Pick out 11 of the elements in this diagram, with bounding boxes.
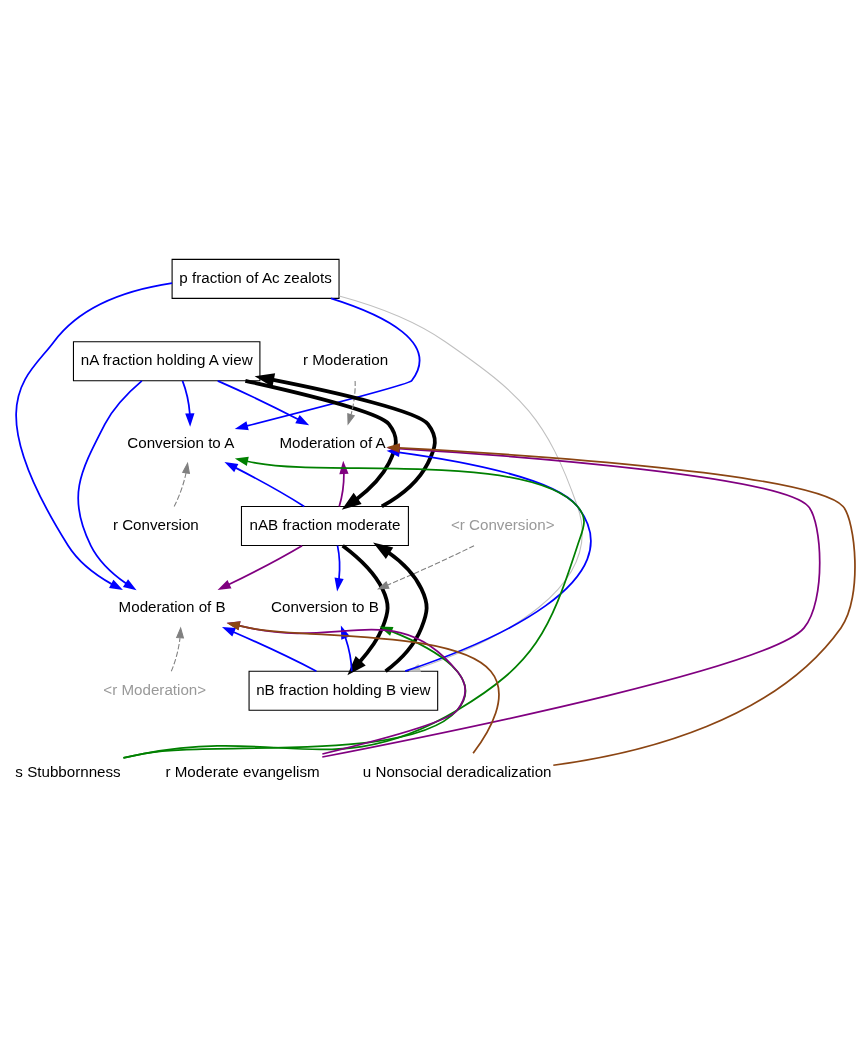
node-text: Conversion to B xyxy=(271,597,379,615)
node-text: <r Conversion> xyxy=(450,515,555,533)
node-text: r Conversion xyxy=(112,515,199,533)
node-text: Conversion to A xyxy=(127,433,235,451)
node-text: u Nonsocial deradicalization xyxy=(362,762,552,780)
node-text: s Stubbornness xyxy=(15,762,121,780)
node-text: Moderation of A xyxy=(279,433,386,451)
node-text: Moderation of B xyxy=(118,597,226,615)
node-text: r Moderation xyxy=(302,350,389,368)
node-text: <r Moderation> xyxy=(103,680,207,698)
node-text: r Moderate evangelism xyxy=(165,762,320,780)
